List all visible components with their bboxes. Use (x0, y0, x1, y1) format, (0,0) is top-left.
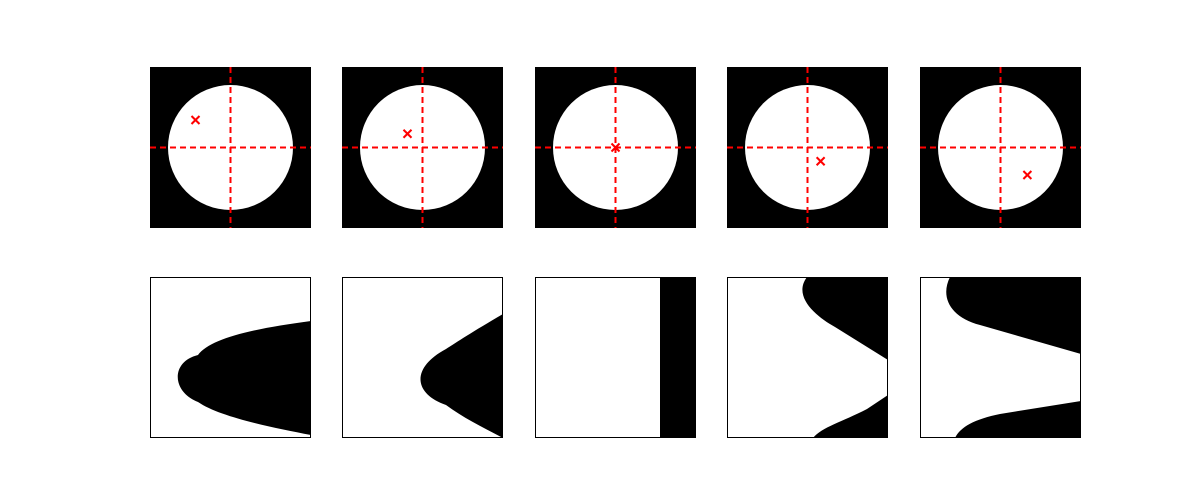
bottom-panel-1 (150, 277, 311, 438)
bottom-panel-3 (535, 277, 696, 438)
bottom-panel-2 (342, 277, 503, 438)
x-marker-icon (1022, 170, 1033, 180)
panel-frame (535, 277, 696, 438)
panel-frame (342, 277, 503, 438)
boundary-region-group (177, 321, 311, 438)
panel-frame (150, 277, 311, 438)
boundary-region-group (660, 277, 696, 438)
x-marker-icon (815, 156, 826, 166)
top-panel-2 (342, 67, 503, 228)
boundary-region (660, 277, 696, 438)
boundary-region-group (946, 277, 1081, 438)
boundary-region-group (420, 314, 503, 438)
top-panel-4 (727, 67, 888, 228)
top-panel-1 (150, 67, 311, 228)
top-panel-5 (920, 67, 1081, 228)
bottom-panel-5 (920, 277, 1081, 438)
x-marker-icon (610, 142, 621, 153)
boundary-region (177, 321, 311, 438)
top-panel-3 (535, 67, 696, 228)
boundary-region-group (802, 277, 888, 438)
bottom-row-panels (150, 277, 1081, 438)
top-row-panels (150, 67, 1081, 228)
bottom-panel-4 (727, 277, 888, 438)
x-marker-icon (402, 129, 413, 139)
panel-frame (727, 277, 888, 438)
panel-frame (920, 277, 1081, 438)
boundary-region (946, 277, 1081, 438)
boundary-region (420, 314, 503, 438)
x-marker-icon (190, 115, 201, 125)
boundary-region (802, 277, 888, 438)
